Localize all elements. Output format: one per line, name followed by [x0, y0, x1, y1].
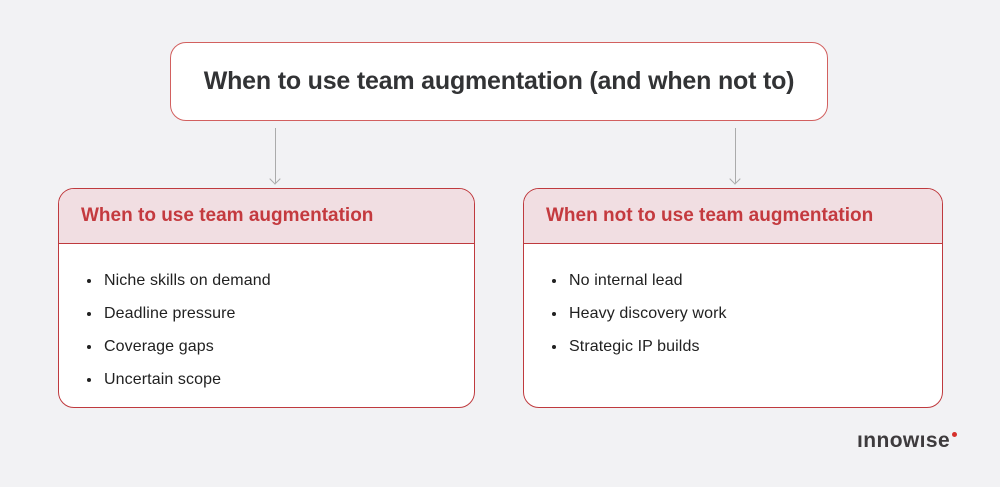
- card-header-label: When not to use team augmentation: [546, 205, 874, 226]
- card-when-not-to-use-body: No internal lead Heavy discovery work St…: [524, 244, 942, 358]
- list-item: Uncertain scope: [87, 369, 456, 391]
- card-when-to-use-body: Niche skills on demand Deadline pressure…: [59, 244, 474, 391]
- list-item: Niche skills on demand: [87, 270, 456, 292]
- list-item: Heavy discovery work: [552, 303, 924, 325]
- bullet-icon: [552, 345, 556, 349]
- list-item-label: Heavy discovery work: [569, 305, 727, 322]
- bullet-icon: [552, 279, 556, 283]
- card-when-to-use-header: When to use team augmentation: [59, 189, 474, 244]
- bullet-icon: [87, 312, 91, 316]
- bullet-icon: [87, 279, 91, 283]
- card-when-not-to-use: When not to use team augmentation No int…: [523, 188, 943, 408]
- diagram-title: When to use team augmentation (and when …: [203, 67, 795, 95]
- card-when-to-use: When to use team augmentation Niche skil…: [58, 188, 475, 408]
- list-item-label: Niche skills on demand: [104, 272, 271, 289]
- logo-dot-icon: [952, 432, 958, 437]
- list-item-label: No internal lead: [569, 272, 683, 289]
- list-item-label: Strategic IP builds: [569, 338, 700, 355]
- innowise-logo: ınnowıse: [857, 429, 958, 453]
- card-header-label: When to use team augmentation: [81, 205, 374, 226]
- list-item: No internal lead: [552, 270, 924, 292]
- list-item: Coverage gaps: [87, 336, 456, 358]
- card-when-not-to-use-header: When not to use team augmentation: [524, 189, 942, 244]
- innowise-logo-text: ınnowıse: [857, 429, 951, 452]
- list-item-label: Deadline pressure: [104, 305, 236, 322]
- list-item: Deadline pressure: [87, 303, 456, 325]
- bullet-icon: [552, 312, 556, 316]
- bullet-icon: [87, 378, 91, 382]
- list-item: Strategic IP builds: [552, 336, 924, 358]
- title-box: When to use team augmentation (and when …: [170, 42, 828, 121]
- list-item-label: Uncertain scope: [104, 371, 222, 388]
- down-arrow-icon-left: [275, 128, 276, 183]
- down-arrow-icon-right: [735, 128, 736, 183]
- bullet-icon: [87, 345, 91, 349]
- list-item-label: Coverage gaps: [104, 338, 214, 355]
